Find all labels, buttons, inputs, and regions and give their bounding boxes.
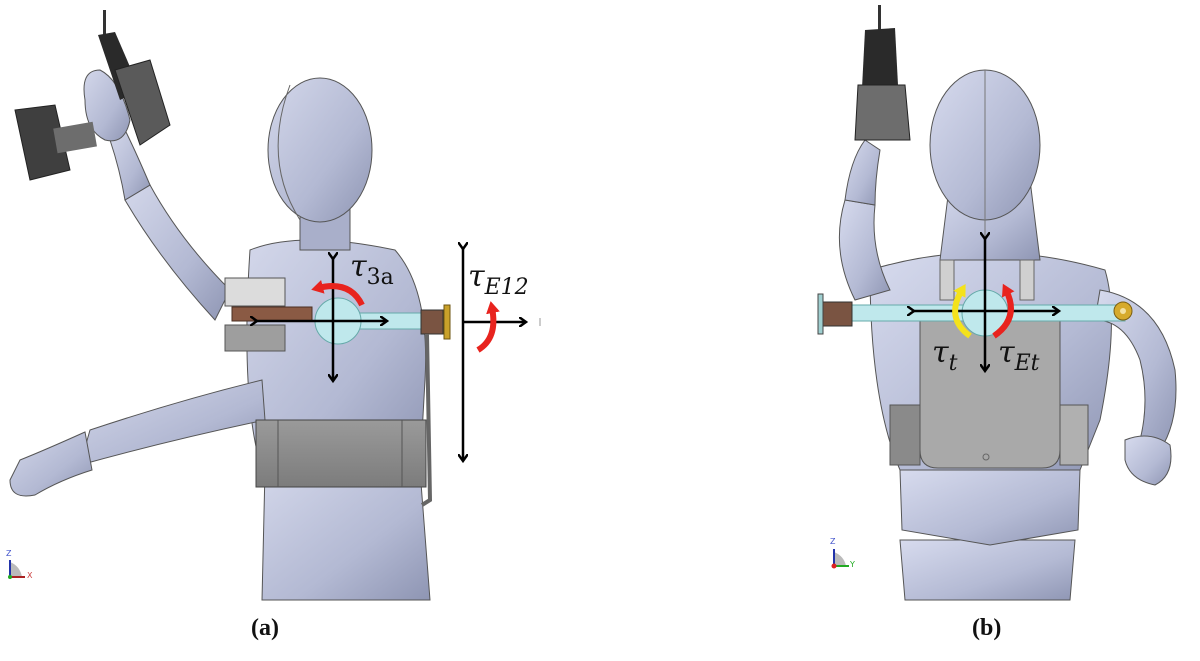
axis-label-z: Z xyxy=(6,549,12,558)
axis-triad-icon xyxy=(8,560,25,579)
torque-label-3a: τ3a xyxy=(350,249,394,290)
axis-triad-icon xyxy=(831,549,849,569)
axis-label-y: Y xyxy=(850,560,855,569)
panel-a-side-view: Z X τ3a τE12 (a) xyxy=(6,10,541,641)
torque-label-t: τt xyxy=(932,335,958,376)
axis-label-x: X xyxy=(27,571,33,580)
drill-icon xyxy=(14,10,171,181)
torque-label-e12: τE12 xyxy=(468,259,529,300)
caption-b: (b) xyxy=(972,615,1002,641)
torque-3a-arrow xyxy=(311,279,365,307)
torque-t-arrow xyxy=(952,284,972,339)
caption-a: (a) xyxy=(251,615,279,641)
mannequin-side-illustration xyxy=(8,10,541,601)
drill-icon xyxy=(854,5,911,141)
torque-et-arrow xyxy=(992,283,1015,339)
panel-b-back-view: Z Y τt τEt (b) xyxy=(600,0,1200,661)
torque-label-et: τEt xyxy=(998,335,1040,376)
axis-label-z: Z xyxy=(830,537,836,546)
mannequin-back-illustration xyxy=(817,5,1177,601)
torque-e12-arrow xyxy=(476,301,500,353)
